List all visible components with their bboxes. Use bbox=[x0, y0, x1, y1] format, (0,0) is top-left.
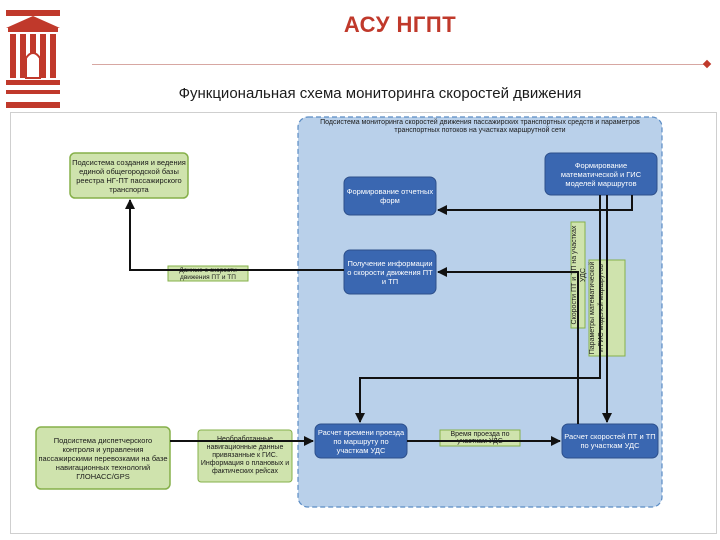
travel-time-label: Время проезда по участкам УДС bbox=[450, 430, 510, 446]
speed-calc-label: Расчет скоростей ПТ и ТП по участкам УДС bbox=[564, 432, 656, 450]
model-forming-label: Формирование математической и ГИС моделе… bbox=[560, 160, 642, 188]
report-forming-label: Формирование отчетных форм bbox=[346, 187, 434, 205]
raw-data-label-box bbox=[197, 429, 293, 483]
speed-pt-tp-label: Скорости ПТ и ТП на участках УДС bbox=[571, 225, 587, 325]
db-subsystem-label: Подсистема создания и ведения единой общ… bbox=[72, 157, 186, 194]
speed-info-box bbox=[343, 249, 437, 295]
university-logo bbox=[2, 2, 64, 112]
title-divider bbox=[92, 64, 708, 65]
dispatch-subsystem-label: Подсистема диспетчерского контроля и упр… bbox=[38, 435, 168, 481]
arrow-model-to-report bbox=[437, 195, 633, 215]
arrow-speedcalc-to-info bbox=[437, 267, 579, 424]
db-subsystem-box bbox=[69, 152, 189, 199]
arrow-speed-to-db bbox=[125, 199, 344, 271]
travel-time-calc-label: Расчет времени проезда по маршруту по уч… bbox=[317, 427, 405, 455]
arrow-model-to-travel bbox=[355, 195, 601, 423]
speed-data-label: Данные о скорости движения ПТ и ТП bbox=[179, 266, 237, 281]
model-params-label: Параметры математической и ГИС моделей м… bbox=[589, 261, 605, 355]
page-title: АСУ НГПТ bbox=[343, 12, 457, 37]
page-subtitle: Функциональная схема мониторинга скорост… bbox=[178, 85, 582, 102]
speed-calc-box bbox=[561, 423, 659, 459]
raw-data-label: Необработанные навигационные данные прив… bbox=[200, 436, 290, 475]
container-label: Подсистема мониторинга скоростей движени… bbox=[320, 119, 640, 134]
report-forming-box bbox=[343, 176, 437, 216]
speed-info-label: Получение информации о скорости движения… bbox=[347, 258, 433, 286]
dispatch-subsystem-box bbox=[35, 426, 171, 490]
